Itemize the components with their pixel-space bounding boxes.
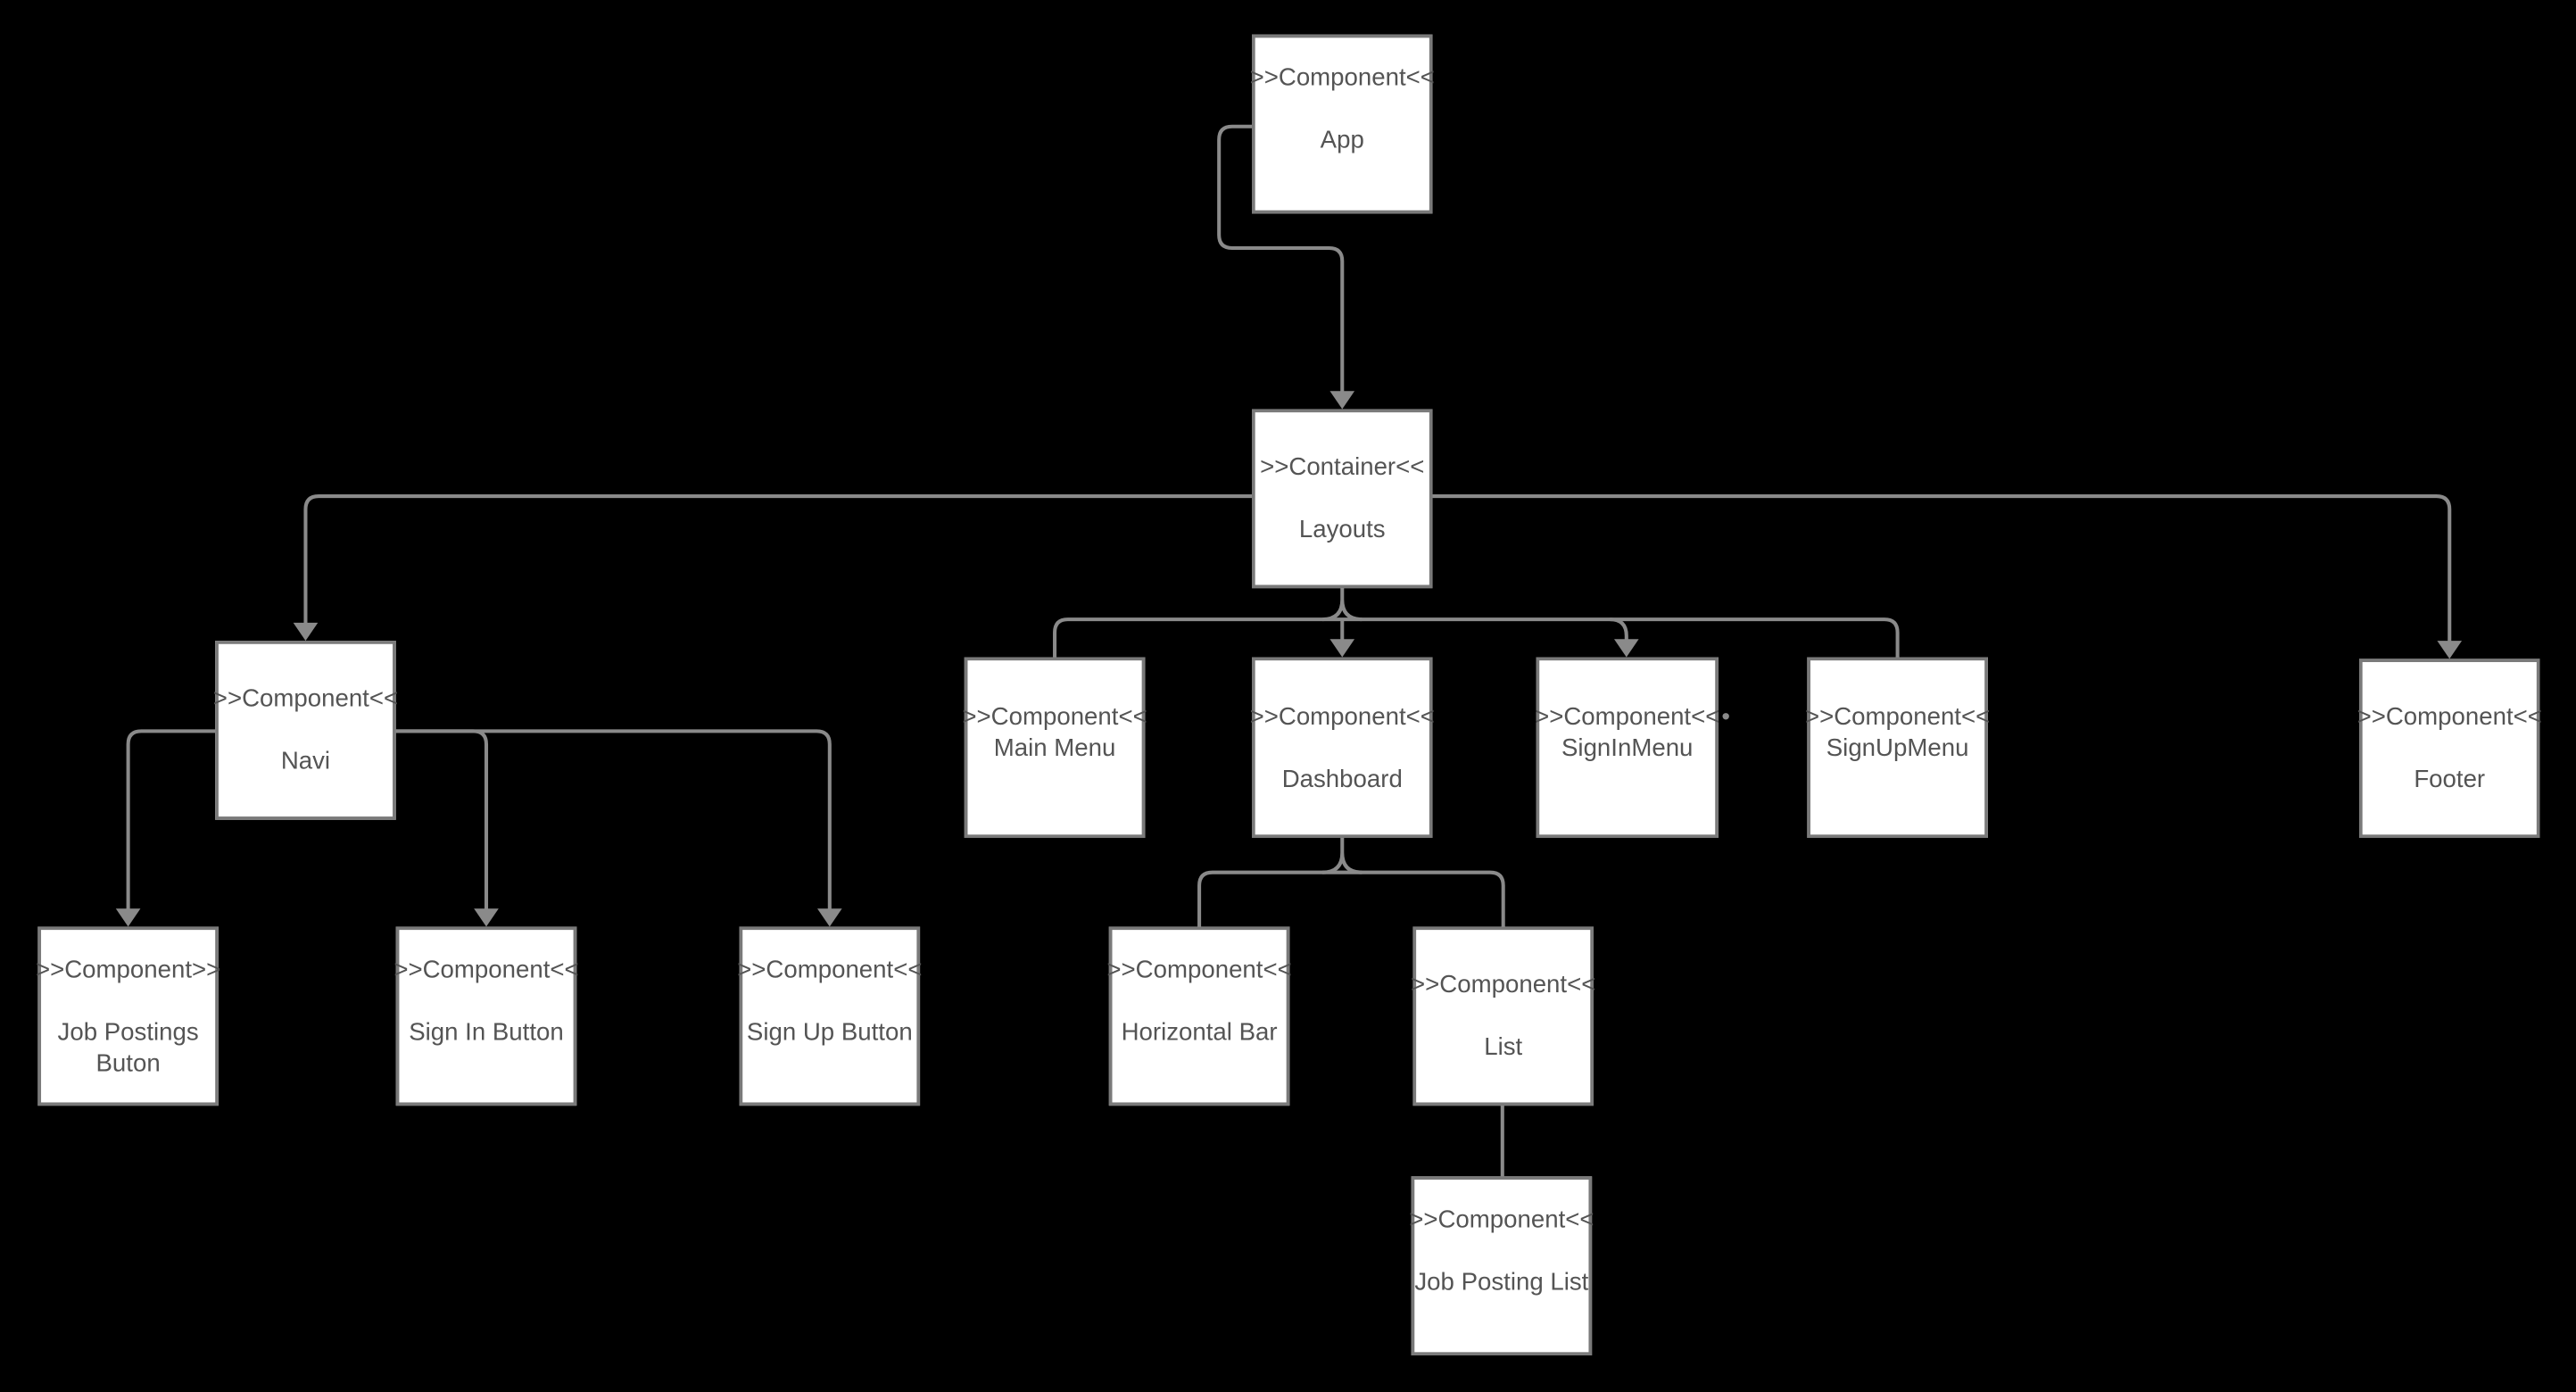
node-job-postings-buton-stereotype: >>Component>>	[35, 955, 221, 983]
node-layouts[interactable]: >>Container<< Layouts	[1252, 409, 1433, 589]
edge-layouts-fork-stub[interactable]	[1322, 588, 1363, 622]
node-horizontal-bar[interactable]: >>Component<< Horizontal Bar	[1106, 926, 1292, 1106]
node-sign-up-menu[interactable]: >>Component<< SignUpMenu	[1804, 657, 1991, 839]
edge-layouts-footer[interactable]	[1432, 494, 2452, 642]
node-main-menu-stereotype: >>Component<<	[962, 702, 1147, 731]
node-layouts-stereotype: >>Container<<	[1260, 453, 1425, 482]
node-sign-in-menu-stereotype: >>Component<<	[1535, 702, 1720, 731]
node-horizontal-bar-stereotype: >>Component<<	[1106, 955, 1292, 983]
edge-layouts-children-rail[interactable]	[1053, 617, 1900, 658]
edge-navi-signinbutton[interactable]	[395, 729, 489, 911]
node-dashboard-stereotype: >>Component<<	[1249, 702, 1435, 731]
node-layouts-name: Layouts	[1298, 516, 1386, 544]
node-dashboard-name: Dashboard	[1281, 765, 1403, 793]
arrowhead-footer	[2437, 641, 2463, 659]
node-sign-in-button-stereotype: >>Component<<	[393, 955, 579, 983]
node-sign-in-menu[interactable]: >>Component<< SignInMenu	[1535, 657, 1720, 839]
node-footer-stereotype: >>Component<<	[2357, 703, 2542, 732]
node-main-menu[interactable]: >>Component<< Main Menu	[962, 657, 1147, 839]
node-app[interactable]: >>Component<< App	[1249, 34, 1435, 214]
stray-dot	[1722, 713, 1729, 720]
node-app-name: App	[1320, 125, 1364, 154]
node-navi[interactable]: >>Component<< Navi	[212, 641, 399, 820]
edge-app-layouts[interactable]	[1217, 124, 1345, 394]
arrowhead-layouts	[1329, 391, 1355, 410]
node-job-postings-buton-name: Job Postings Buton	[57, 1017, 199, 1077]
node-job-postings-buton[interactable]: >>Component>> Job Postings Buton	[35, 926, 221, 1106]
node-app-stereotype: >>Component<<	[1249, 62, 1435, 92]
node-navi-name: Navi	[280, 747, 331, 776]
node-list-stereotype: >>Component<<	[1411, 971, 1596, 999]
node-footer[interactable]: >>Component<< Footer	[2357, 659, 2542, 839]
node-sign-up-button-stereotype: >>Component<<	[737, 955, 923, 983]
arrowhead-dashboard	[1329, 639, 1355, 658]
node-sign-in-menu-name: SignInMenu	[1561, 733, 1694, 762]
node-horizontal-bar-name: Horizontal Bar	[1121, 1017, 1278, 1046]
node-footer-name: Footer	[2414, 766, 2486, 794]
edge-navi-jobpostingsbuton[interactable]	[126, 729, 216, 911]
arrowhead-jobpostingsbuton	[115, 908, 141, 927]
node-list-name: List	[1484, 1033, 1523, 1062]
node-dashboard[interactable]: >>Component<< Dashboard	[1249, 657, 1435, 839]
node-job-posting-list-stereotype: >>Component<<	[1409, 1205, 1594, 1233]
arrowhead-signinmenu	[1613, 639, 1639, 658]
node-sign-up-menu-name: SignUpMenu	[1826, 733, 1969, 762]
node-sign-up-button[interactable]: >>Component<< Sign Up Button	[737, 926, 923, 1106]
edge-layouts-navi[interactable]	[303, 494, 1253, 625]
node-job-posting-list-name: Job Posting List	[1414, 1267, 1589, 1296]
node-sign-up-menu-stereotype: >>Component<<	[1804, 702, 1991, 731]
edge-dashboard-children-rail[interactable]	[1197, 870, 1505, 927]
node-list[interactable]: >>Component<< List	[1411, 926, 1596, 1106]
node-sign-in-button[interactable]: >>Component<< Sign In Button	[393, 926, 579, 1106]
node-job-posting-list[interactable]: >>Component<< Job Posting List	[1409, 1176, 1594, 1355]
arrowhead-signupbutton	[817, 908, 842, 927]
node-sign-in-button-name: Sign In Button	[409, 1017, 564, 1046]
edge-navi-signupbutton[interactable]	[395, 729, 832, 911]
node-navi-stereotype: >>Component<<	[212, 684, 399, 714]
edge-dashboard-fork-stub[interactable]	[1322, 838, 1363, 874]
node-main-menu-name: Main Menu	[993, 733, 1116, 762]
edge-layouts-signinmenu[interactable]	[1610, 617, 1628, 642]
arrowhead-signinbutton	[474, 908, 499, 927]
node-sign-up-button-name: Sign Up Button	[746, 1017, 913, 1046]
arrowhead-navi	[293, 622, 319, 642]
